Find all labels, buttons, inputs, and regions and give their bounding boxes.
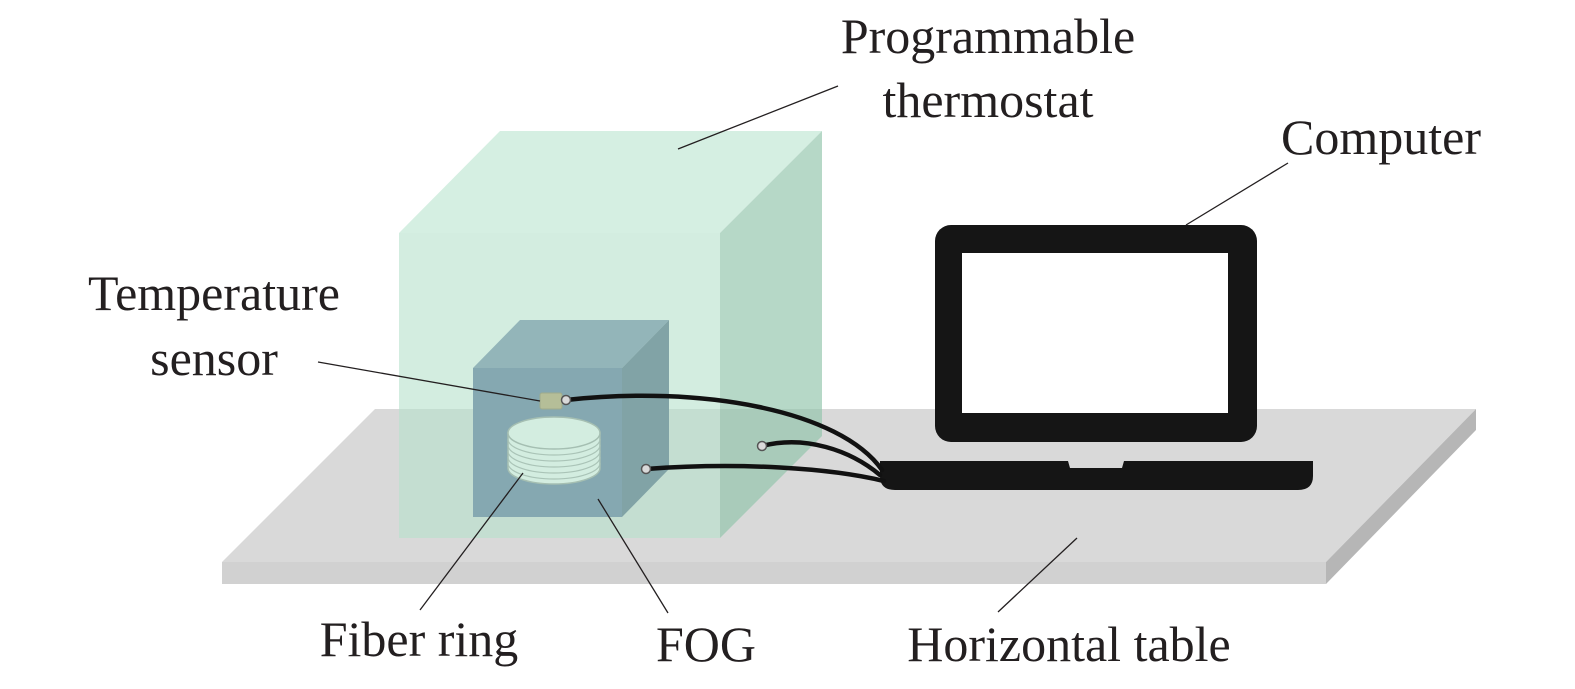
leader-temperature-sensor bbox=[317, 361, 541, 402]
leader-fiber-ring bbox=[419, 472, 524, 611]
laptop-screen-display bbox=[962, 253, 1228, 413]
leader-lines bbox=[317, 85, 1289, 614]
table-front-edge bbox=[222, 562, 1326, 584]
connector-sensor bbox=[560, 394, 572, 406]
label-thermostat-line2: thermostat bbox=[882, 72, 1093, 128]
label-computer: Computer bbox=[1281, 109, 1481, 165]
cable-fog-inner bbox=[759, 440, 883, 478]
cables bbox=[560, 393, 887, 484]
connector-fog-side bbox=[640, 463, 652, 475]
table-side-edge bbox=[1326, 409, 1476, 584]
leader-thermostat bbox=[677, 85, 839, 150]
leader-computer bbox=[1185, 162, 1289, 226]
thermostat-front-face bbox=[399, 233, 720, 538]
thermostat-side-face bbox=[720, 131, 822, 538]
thermostat-top-face bbox=[399, 131, 822, 233]
programmable-thermostat bbox=[399, 131, 822, 538]
laptop-computer bbox=[880, 225, 1313, 490]
cable-fog-side bbox=[643, 463, 887, 484]
label-fiber-ring: Fiber ring bbox=[320, 611, 519, 667]
cable-sensor bbox=[563, 393, 885, 473]
label-fog: FOG bbox=[656, 616, 756, 672]
connector-fog-inner bbox=[756, 440, 768, 452]
label-thermostat-line1: Programmable bbox=[841, 8, 1135, 64]
leader-fog bbox=[597, 498, 669, 614]
label-temperature-sensor-line1: Temperature bbox=[88, 265, 340, 321]
leader-horizontal-table bbox=[997, 537, 1078, 613]
labels: Programmable thermostat Computer Tempera… bbox=[88, 8, 1481, 672]
label-horizontal-table: Horizontal table bbox=[907, 616, 1231, 672]
label-temperature-sensor-line2: sensor bbox=[150, 330, 278, 386]
laptop-base bbox=[880, 461, 1313, 490]
